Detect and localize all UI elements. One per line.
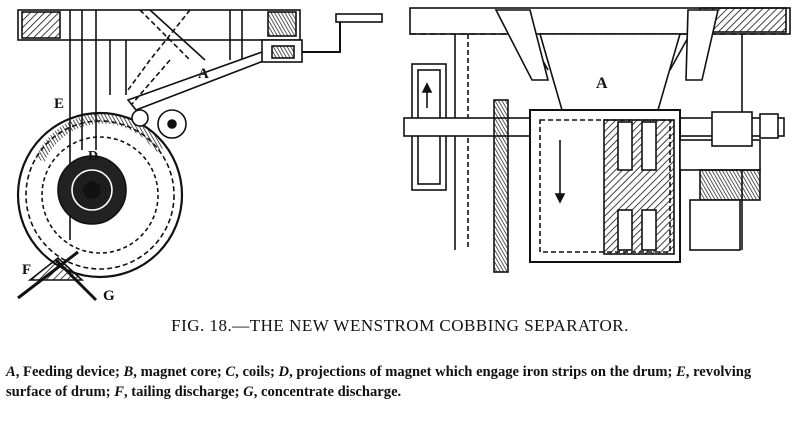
top-beam	[17, 9, 301, 41]
separator-diagram: A E D F G	[16, 7, 791, 304]
figure-caption-title: FIG. 18.—THE NEW WENSTROM COBBING SEPARA…	[171, 316, 629, 335]
feed-hopper	[538, 33, 682, 111]
legend-text: , coils;	[235, 364, 279, 380]
legend-letter: C	[225, 364, 236, 380]
label-E: E	[54, 96, 64, 112]
label-F: F	[22, 262, 31, 278]
legend-letter: B	[123, 364, 134, 380]
legend-text: , revolving surface of drum;	[6, 364, 752, 400]
legend-letter: A	[6, 364, 16, 380]
legend-text: , tailing discharge;	[123, 384, 244, 400]
coil-lower	[617, 209, 633, 251]
crank-handle	[302, 17, 382, 53]
label-A-front: A	[596, 75, 608, 92]
label-D: D	[88, 149, 98, 164]
drum	[16, 111, 184, 279]
concentrate-chute	[17, 250, 79, 300]
side-view-labels: A E D F G	[22, 66, 209, 304]
front-view-labels: A	[596, 75, 608, 92]
coil-upper	[617, 121, 633, 171]
legend-letter: D	[278, 364, 290, 380]
magnet-core-section	[603, 119, 675, 255]
side-view	[16, 9, 383, 302]
legend-text: , concentrate discharge.	[253, 384, 402, 400]
label-A-side: A	[198, 66, 209, 82]
legend-text: , projections of magnet which engage iro…	[289, 364, 677, 380]
gear-wheel	[493, 99, 509, 273]
figure-legend: A, Feeding device; B, magnet core; C, co…	[6, 362, 796, 402]
front-view	[403, 7, 791, 273]
legend-letter: E	[676, 364, 686, 380]
legend-text: , magnet core;	[133, 364, 226, 380]
label-G: G	[103, 288, 115, 304]
drum-surface	[35, 113, 165, 163]
legend-text: , Feeding device;	[15, 364, 124, 380]
legend-letter: G	[243, 384, 254, 400]
legend-letter: F	[114, 384, 124, 400]
